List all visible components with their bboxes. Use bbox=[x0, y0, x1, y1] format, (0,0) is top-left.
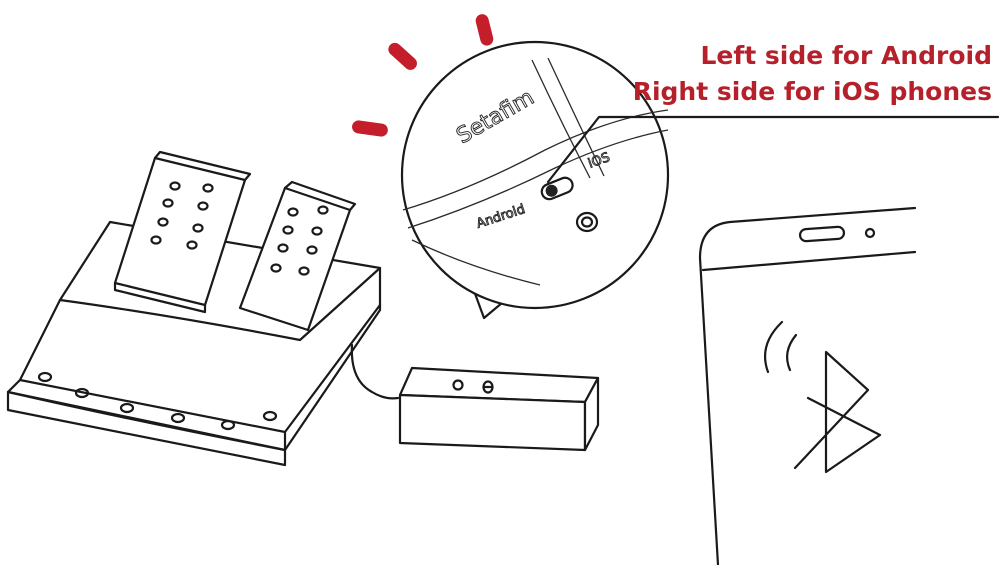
cable bbox=[352, 345, 398, 398]
ios-instruction: Right side for iOS phones bbox=[633, 74, 992, 110]
bluetooth-adapter-box bbox=[400, 368, 598, 450]
signal-waves-icon bbox=[765, 322, 796, 372]
smartphone bbox=[700, 208, 915, 565]
switch-zoom-bubble: Setafim Android iOS bbox=[402, 42, 668, 318]
switch-instruction-callout: Left side for Android Right side for iOS… bbox=[633, 38, 992, 110]
android-instruction: Left side for Android bbox=[633, 38, 992, 74]
bluetooth-icon bbox=[795, 352, 880, 472]
